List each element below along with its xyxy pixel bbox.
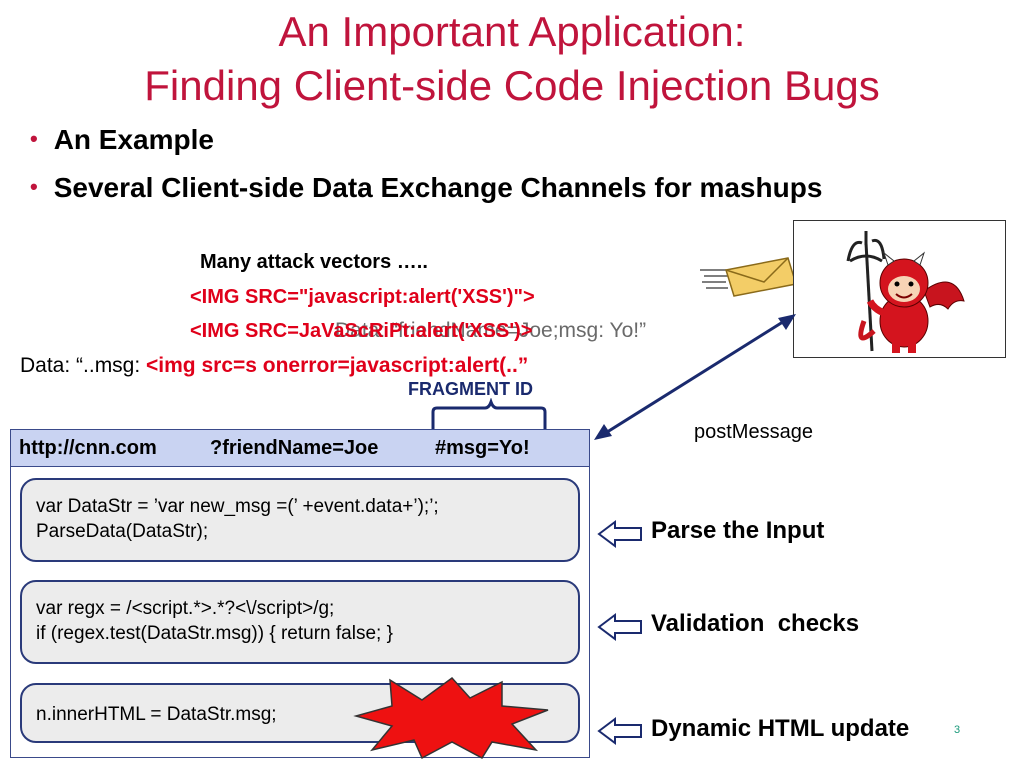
postmessage-arrow	[594, 314, 796, 440]
code-line: if (regex.test(DataStr.msg)) { return fa…	[36, 623, 393, 644]
explosion-burst-icon	[353, 676, 549, 760]
code-block-parse: var DataStr = ’var new_msg =(’ +event.da…	[20, 478, 580, 562]
attack-vector-1: <IMG SRC="javascript:alert('XSS')">	[190, 286, 535, 308]
data-payload-injection: <img src=s onerror=javascript:alert(..”	[146, 354, 529, 377]
code-line: n.innerHTML = DataStr.msg;	[36, 704, 277, 725]
bullet-dot-icon: •	[30, 126, 38, 151]
url-query: ?friendName=Joe	[210, 437, 379, 459]
left-arrow-icon	[597, 520, 642, 548]
slide-title-line1: An Important Application:	[278, 8, 746, 55]
code-line: var regx = /<script.*>.*?<\/script>/g;	[36, 598, 335, 619]
label-validation-checks: Validation checks	[651, 610, 860, 637]
code-line: ParseData(DataStr);	[36, 521, 209, 542]
postmessage-label: postMessage	[694, 421, 813, 443]
bullet-text: Several Client-side Data Exchange Channe…	[53, 172, 823, 203]
data-payload-prefix: Data: “..msg:	[20, 354, 147, 377]
slide-title-line2: Finding Client-side Code Injection Bugs	[144, 62, 880, 109]
url-bar[interactable]: http://cnn.com ?friendName=Joe #msg=Yo!	[10, 429, 590, 467]
fragment-id-label: FRAGMENT ID	[408, 379, 533, 399]
bullet-dot-icon: •	[30, 174, 38, 199]
attacker-picture	[793, 220, 1006, 358]
attack-vector-2: <IMG SRC=JaVaScRiPt:alert('XSS')>	[190, 320, 533, 342]
bullet-text: An Example	[53, 124, 214, 155]
bullet-channels: • Several Client-side Data Exchange Chann…	[30, 172, 822, 204]
code-line: var DataStr = ’var new_msg =(’ +event.da…	[36, 496, 439, 517]
url-fragment: #msg=Yo!	[435, 437, 530, 459]
left-arrow-icon	[597, 717, 642, 745]
url-host: http://cnn.com	[19, 437, 157, 459]
code-block-validation: var regx = /<script.*>.*?<\/script>/g; i…	[20, 580, 580, 664]
bullet-example: • An Example	[30, 124, 214, 156]
fragment-bracket	[431, 398, 547, 436]
mail-envelope-icon	[700, 257, 797, 297]
data-message-overlay: Data: “friendName=Joe;msg: Yo!”	[335, 319, 647, 342]
slide-number: 3	[954, 724, 961, 736]
data-payload-line: Data: “..msg: <img src=s onerror=javascr…	[20, 354, 528, 378]
devil-icon	[846, 231, 965, 353]
label-parse-input: Parse the Input	[651, 517, 825, 544]
left-arrow-icon	[597, 613, 642, 641]
attack-vectors-heading: Many attack vectors …..	[200, 251, 428, 273]
label-dynamic-html-update: Dynamic HTML update	[651, 715, 910, 742]
